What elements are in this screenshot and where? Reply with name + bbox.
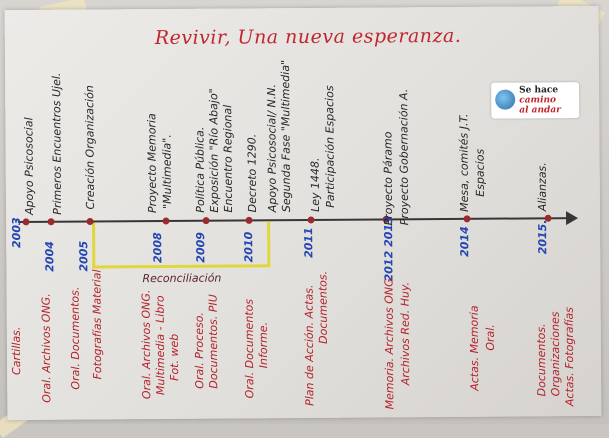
timeline-doc: Plan de Acción. Actas.: [302, 284, 317, 407]
timeline-event: Primeros Encuentros Ujel.: [50, 72, 65, 215]
timeline-doc: Documentos.: [316, 270, 330, 344]
timeline-arrow-icon: [565, 211, 579, 226]
timeline-event: Mesa, comités J.T.: [457, 113, 471, 212]
timeline-doc: Archivos Red. Huy.: [398, 281, 413, 386]
timeline-event: Encuentro Regional: [221, 104, 235, 213]
timeline-event: Exposición "Río Abajo": [207, 88, 221, 213]
timeline-event: Segunda Fase "Multimedia": [278, 59, 293, 213]
timeline-doc: Fot. web: [167, 333, 182, 381]
poster-title: Revivir, Una nueva esperanza.: [154, 24, 462, 50]
timeline-year: 2009: [194, 232, 208, 263]
reconciliation-bracket-left: [92, 222, 96, 269]
timeline-event: Creación Organización: [83, 85, 97, 210]
timeline-event: Proyecto Gobernación A.: [397, 88, 412, 226]
timeline-doc: Oral. Archivos ONG.: [139, 289, 154, 400]
timeline-year: 2012 2013: [382, 216, 396, 282]
logo-line-3: al andar: [519, 105, 561, 116]
timeline-year: 2008: [151, 232, 165, 264]
timeline-dot: [47, 218, 55, 226]
timeline-doc: Oral. Documentos: [242, 298, 257, 399]
timeline-year: 2003: [10, 217, 24, 249]
timeline-doc: Actas. Fotografías: [562, 306, 577, 407]
timeline-doc: Informe.: [256, 321, 271, 369]
timeline-doc: Documentos. PIU: [206, 294, 221, 389]
timeline-doc: Oral. Documentos.: [68, 286, 83, 390]
timeline-event: Política Pública.: [193, 126, 207, 213]
logo-badge: Se hace camino al andar: [491, 82, 580, 119]
reconciliation-bracket-right: [267, 221, 271, 268]
timeline-year: 2005: [77, 240, 91, 272]
timeline-event: Decreto 1290.: [245, 133, 259, 213]
timeline-year: 2004: [43, 241, 57, 272]
timeline-dot: [162, 217, 170, 225]
timeline-doc: Oral.: [483, 324, 497, 351]
timeline-doc: Oral. Proceso.: [192, 312, 207, 389]
logo-line-2: camino: [519, 95, 557, 106]
timeline-doc: Oral. Archivos ONG.: [39, 293, 54, 403]
timeline-event: Proyecto Memoria: [145, 113, 159, 214]
timeline-dot: [463, 215, 471, 223]
timeline-year: 2010: [242, 231, 256, 263]
timeline-doc: Actas. Memoria: [467, 305, 482, 391]
timeline-year: 2011: [302, 227, 316, 259]
timeline-event: Apoyo Psicosocial/ N.N.: [265, 83, 279, 213]
timeline-doc: Multimedia - Libro: [153, 295, 168, 396]
timeline-doc: Memoria. Archivos ONG.: [382, 274, 397, 410]
timeline-doc: Cartillas.: [9, 326, 24, 376]
timeline-event: "Multimedia".: [160, 134, 174, 209]
reconciliation-bracket-bottom: [92, 264, 271, 269]
timeline-dot: [245, 216, 253, 224]
reconciliation-label: Reconciliación: [142, 271, 222, 286]
timeline-doc: Documentos.: [534, 323, 549, 397]
timeline-poster: Revivir, Una nueva esperanza. Se hace ca…: [4, 5, 602, 421]
timeline-dot: [202, 217, 210, 225]
timeline-event: Ley 1448.: [308, 157, 322, 212]
timeline-dot: [22, 218, 30, 226]
timeline-dot: [307, 216, 315, 224]
timeline-line: [18, 217, 575, 223]
timeline-doc: Fotografías Material: [90, 269, 105, 380]
timeline-year: 2014: [458, 226, 472, 257]
timeline-dot: [86, 217, 94, 226]
timeline-doc: Organizaciones: [548, 311, 563, 397]
timeline-event: Participación Espacios: [323, 85, 337, 208]
timeline-event: Espacios: [473, 148, 487, 197]
timeline-event: Proyecto Páramo: [381, 131, 396, 226]
timeline-year: 2015.: [536, 219, 550, 255]
globe-icon: [495, 89, 516, 110]
timeline-event: Alianzas.: [535, 162, 549, 212]
logo-line-1: Se hace: [519, 85, 559, 96]
timeline-event: Apoyo Psicosocial: [22, 117, 37, 215]
